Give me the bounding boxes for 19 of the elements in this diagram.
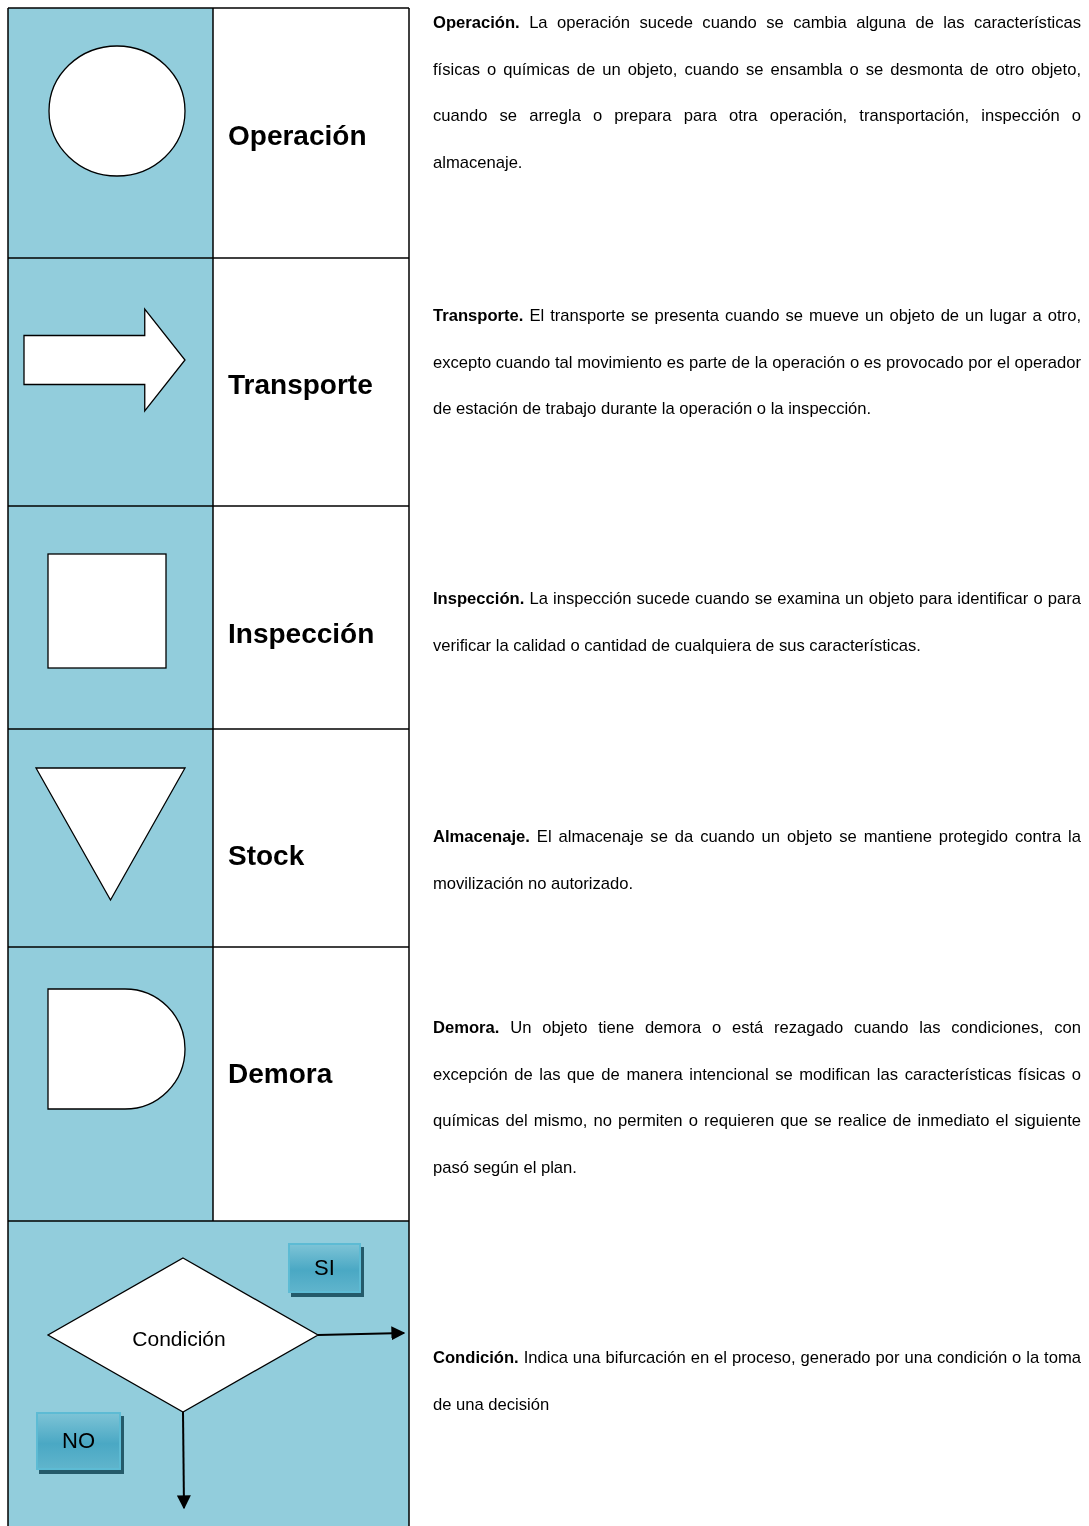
symbol-name: Stock <box>228 840 305 872</box>
circle-symbol <box>49 46 185 176</box>
symbol-name: Transporte <box>228 369 373 401</box>
d-shape-symbol <box>48 989 185 1109</box>
description-paragraph: Transporte. El transporte se presenta cuando se mueve un objeto de un lugar a otro, excepto cuando tal movimiento es parte de la operación o es provocado por el operador de estación de trabajo durante la operación o la inspección. <box>433 305 1081 420</box>
arrow-symbol <box>24 309 185 411</box>
description-paragraph: Demora. Un objeto tiene demora o está rezagado cuando las condiciones, con excepción de las que de manera intencional se modifican las características físicas o químicas del mismo, no permiten o requieren que se realice de inmediato el siguiente pasó según el plan. <box>433 1017 1081 1179</box>
symbol-name: Demora <box>228 1058 333 1090</box>
description-paragraph: Inspección. La inspección sucede cuando se examina un objeto para identificar o para verificar la calidad o cantidad de cualquiera de sus características. <box>433 588 1081 657</box>
arrow <box>317 1326 406 1341</box>
description-paragraph: Condición. Indica una bifurcación en el proceso, generado por una condición o la toma de una decisión <box>433 1347 1081 1416</box>
diamond-label: Condición <box>132 1327 226 1351</box>
description-paragraph: Operación. La operación sucede cuando se cambia alguna de las características físicas o químicas de un objeto, cuando se ensambla o se desmonta de otro objeto, cuando se arregla o prepara para otra operación, transportación, inspección o almacenaje. <box>433 12 1081 174</box>
square-symbol <box>48 554 166 668</box>
triangle-symbol <box>36 768 185 900</box>
arrow <box>176 1411 191 1510</box>
description-paragraph: Almacenaje. El almacenaje se da cuando un objeto se mantiene protegido contra la movilización no autorizado. <box>433 826 1081 895</box>
symbol-name: Operación <box>228 120 367 152</box>
symbol-name: Inspección <box>228 618 375 650</box>
